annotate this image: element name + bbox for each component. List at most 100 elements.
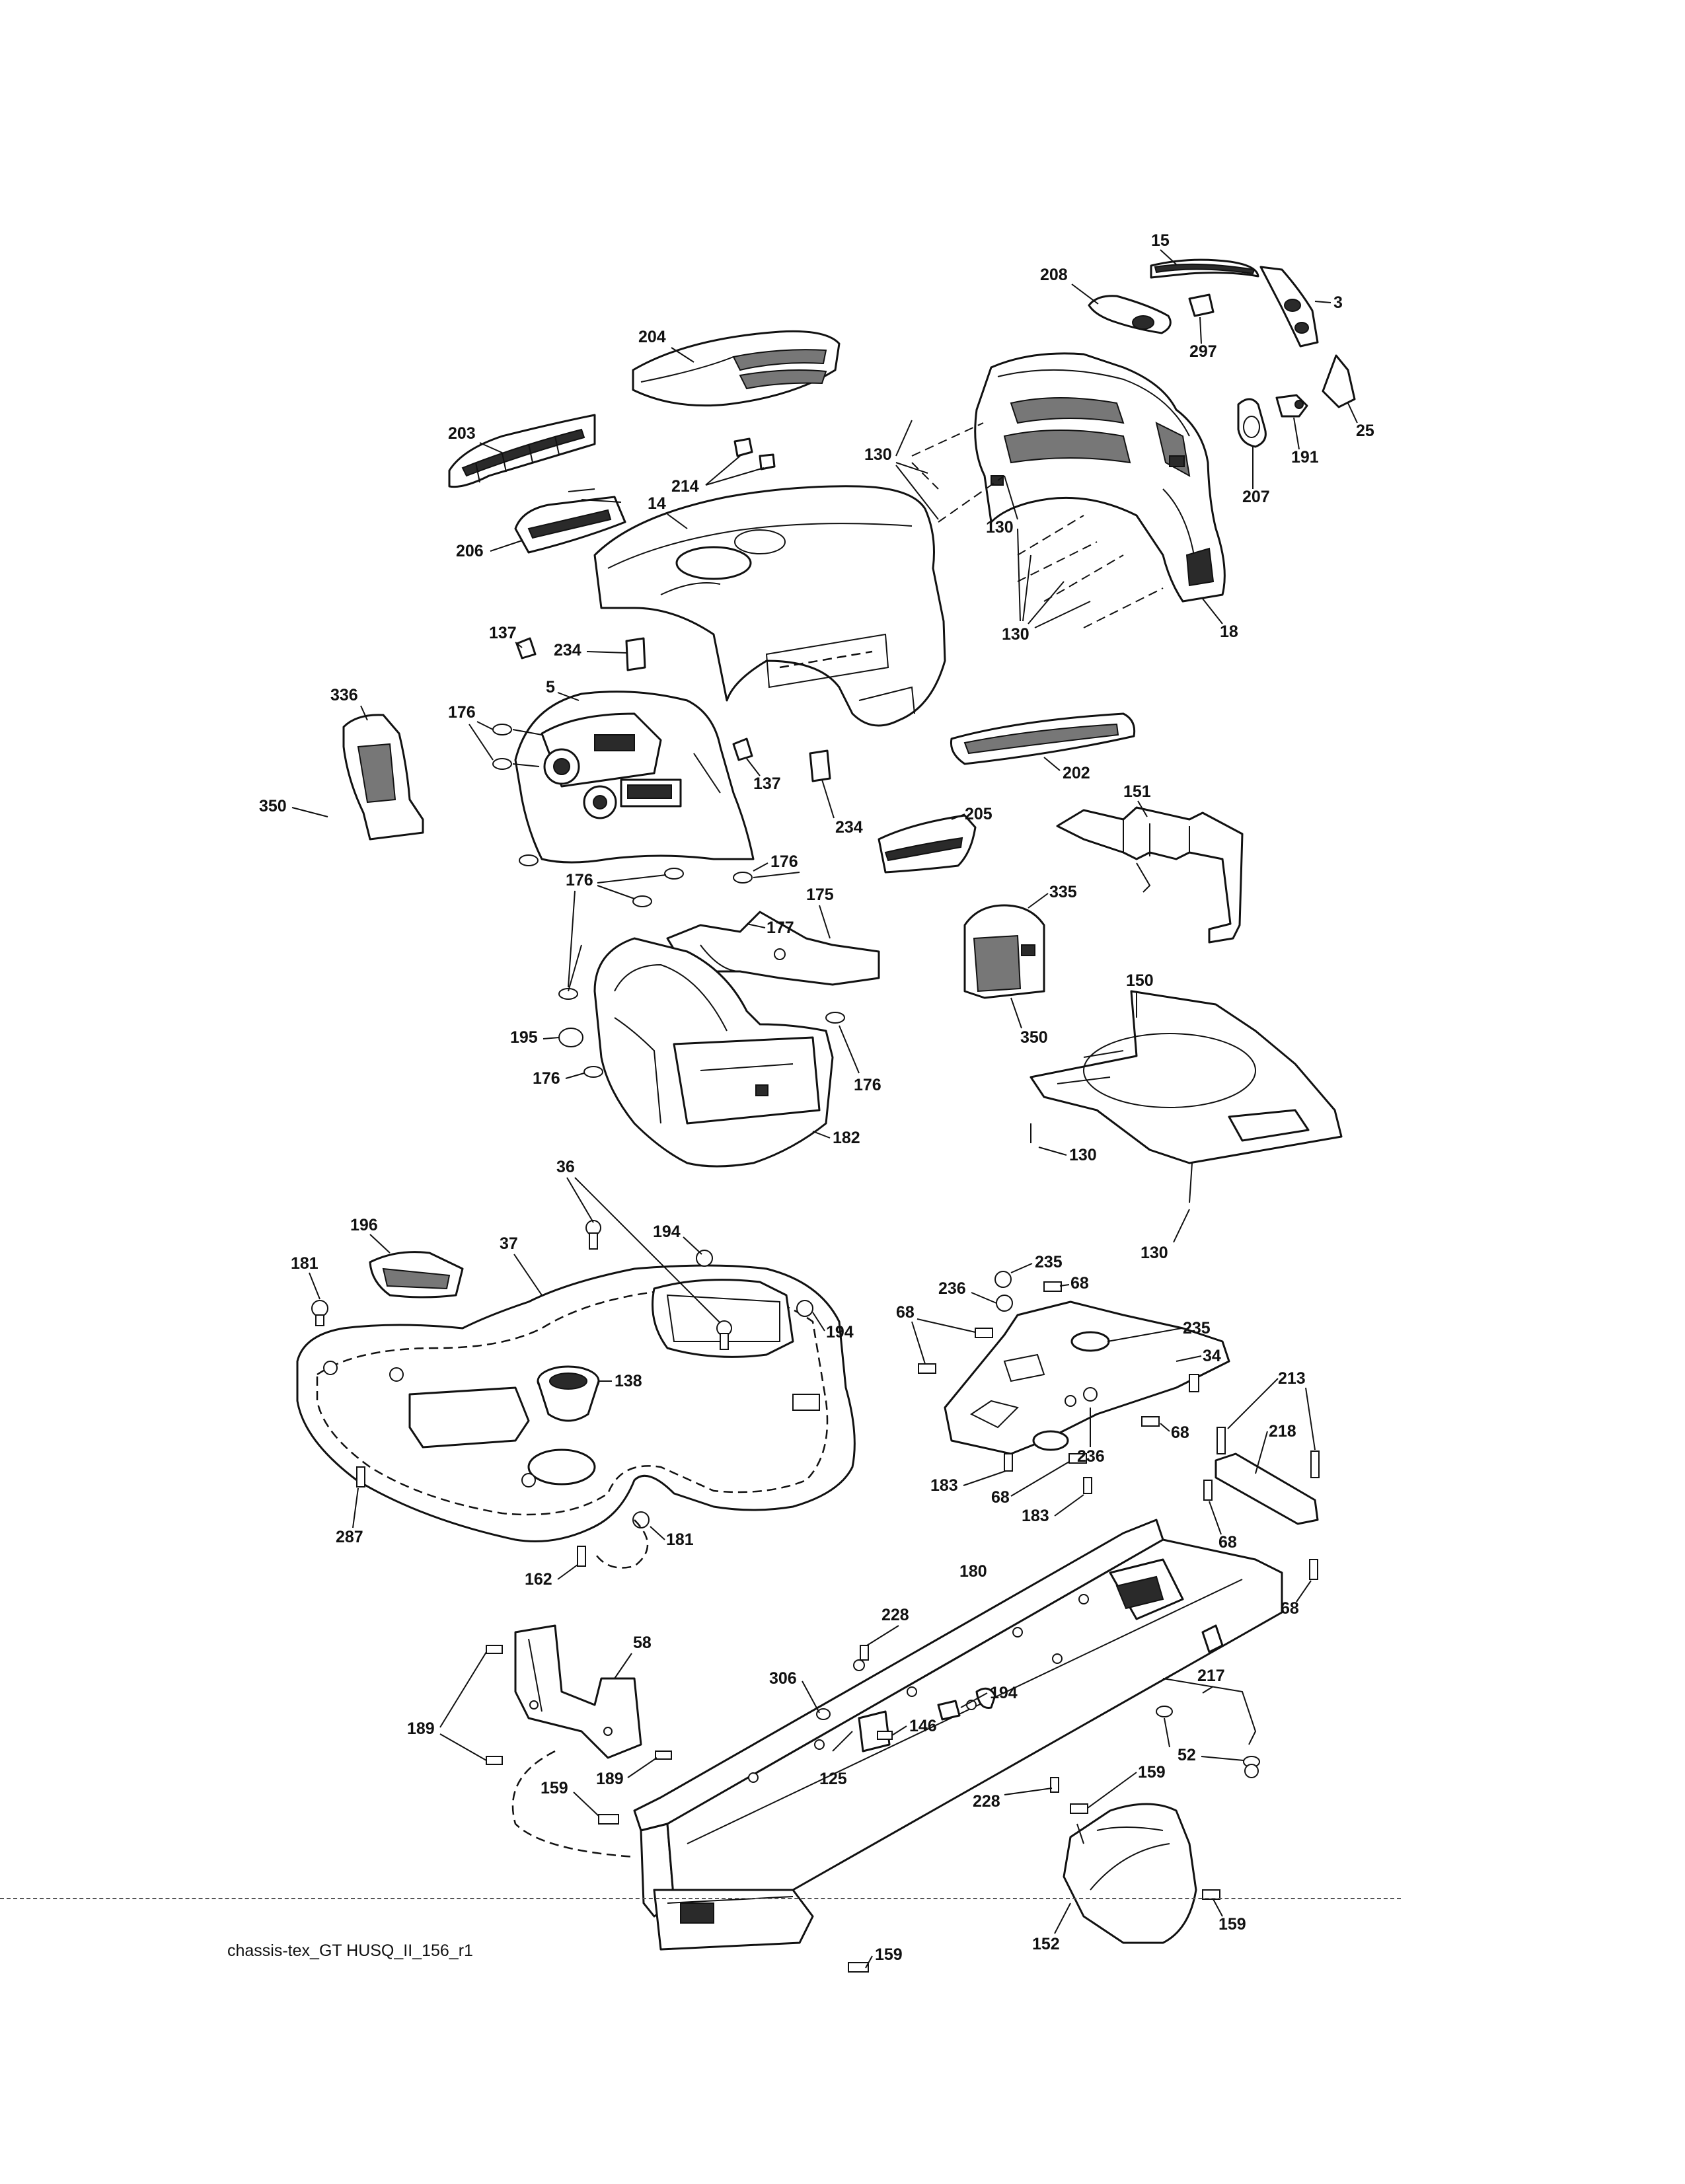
callout-125: 125: [819, 1770, 847, 1788]
callout-130-b: 130: [986, 518, 1014, 537]
callout-335: 335: [1049, 883, 1077, 901]
leader-130-lines: [895, 420, 1091, 628]
leader-lines: [512, 422, 1193, 1844]
small-fasteners-bottom: [598, 1645, 1259, 1973]
callout-189-b: 189: [596, 1770, 624, 1788]
callout-159-a: 159: [541, 1779, 568, 1797]
part-151-bracket: [1056, 806, 1244, 944]
callout-214: 214: [671, 477, 699, 496]
part-297-clip: [1188, 293, 1215, 317]
fasteners-176: [492, 724, 845, 1078]
callout-204: 204: [638, 328, 666, 346]
part-34-plate: [944, 1300, 1230, 1455]
callout-176-a: 176: [448, 703, 476, 722]
callout-208: 208: [1040, 266, 1068, 284]
callout-181-a: 181: [291, 1254, 318, 1273]
callout-68-c: 68: [1171, 1423, 1189, 1442]
part-335-panel: [963, 904, 1045, 999]
callout-306: 306: [769, 1669, 797, 1688]
callout-159-d: 159: [875, 1945, 903, 1964]
part-18-front-hood: [974, 352, 1226, 603]
callout-297: 297: [1189, 342, 1217, 361]
callout-205: 205: [965, 805, 992, 823]
dashed-link-181: [593, 1519, 649, 1569]
callout-130-c: 130: [1002, 625, 1030, 644]
drawing-caption: chassis-tex_GT HUSQ_II_156_r1: [227, 1941, 473, 1960]
part-205-grille: [878, 814, 977, 874]
part-138-boot: [537, 1365, 600, 1422]
callout-189-a: 189: [407, 1719, 435, 1738]
callout-14: 14: [648, 494, 666, 513]
callout-177: 177: [767, 919, 794, 937]
callout-130-a: 130: [864, 445, 892, 464]
callout-195: 195: [510, 1028, 538, 1047]
part-150-floor-plate: [1030, 990, 1343, 1164]
callout-183-b: 183: [1022, 1507, 1049, 1525]
callout-202: 202: [1063, 764, 1090, 782]
callout-25: 25: [1356, 422, 1374, 440]
callout-183-a: 183: [930, 1476, 958, 1495]
callout-182: 182: [833, 1129, 860, 1147]
callout-146: 146: [909, 1717, 937, 1735]
callout-176-b: 176: [770, 852, 798, 871]
part-152-cover: [1063, 1803, 1220, 1944]
callout-159-c: 159: [1218, 1915, 1246, 1934]
part-182-fender: [593, 937, 834, 1168]
callout-52: 52: [1178, 1746, 1196, 1764]
callout-150: 150: [1126, 971, 1154, 990]
callout-213: 213: [1278, 1369, 1306, 1388]
part-206-vent: [514, 488, 626, 554]
callout-191: 191: [1291, 448, 1319, 467]
callout-68-a: 68: [1070, 1274, 1089, 1293]
callout-137-a: 137: [489, 624, 517, 642]
callout-130-d: 130: [1069, 1146, 1097, 1164]
callout-130-e: 130: [1141, 1244, 1168, 1262]
part-202-grille: [950, 712, 1136, 765]
callout-194-b: 194: [826, 1323, 854, 1341]
part-196-pedal-pad: [369, 1251, 464, 1299]
callout-176-d: 176: [533, 1069, 560, 1088]
callout-287: 287: [336, 1528, 363, 1546]
part-204-hood-vent: [632, 330, 841, 407]
callout-176-e: 176: [854, 1076, 881, 1094]
part-3-bracket: [1259, 266, 1319, 348]
callout-194-a: 194: [653, 1223, 681, 1241]
callout-203: 203: [448, 424, 476, 443]
callout-235-a: 235: [1035, 1253, 1063, 1271]
callout-194-c: 194: [990, 1684, 1018, 1702]
callout-228-a: 228: [881, 1606, 909, 1624]
part-25-cover: [1322, 354, 1356, 408]
part-214-clips: [733, 437, 776, 471]
callout-234-b: 234: [835, 818, 863, 837]
callout-181-b: 181: [666, 1530, 694, 1549]
callout-36: 36: [556, 1158, 575, 1176]
part-180-frame: [633, 1519, 1283, 1951]
callout-5: 5: [546, 678, 555, 697]
callout-151: 151: [1123, 782, 1151, 801]
callout-350-b: 350: [1020, 1028, 1048, 1047]
callout-235-b: 235: [1183, 1319, 1211, 1337]
dashed-link-58: [511, 1750, 635, 1858]
callout-68-f: 68: [1281, 1599, 1299, 1618]
page-rule: [0, 1898, 1401, 1899]
callout-58: 58: [633, 1634, 652, 1652]
callout-206: 206: [456, 542, 484, 560]
callout-234-a: 234: [554, 641, 581, 659]
callout-236-b: 236: [1077, 1447, 1105, 1466]
callout-176-c: 176: [566, 871, 593, 889]
callout-217: 217: [1197, 1667, 1225, 1685]
part-58-bracket: [486, 1624, 672, 1765]
callout-228-b: 228: [973, 1792, 1000, 1811]
callout-236-a: 236: [938, 1279, 966, 1298]
part-137-clip-b: [732, 737, 753, 761]
callout-68-e: 68: [1218, 1533, 1237, 1552]
part-14-hood: [593, 485, 946, 727]
part-175-support: [666, 911, 880, 986]
callout-3: 3: [1333, 293, 1343, 312]
part-5-dash: [514, 691, 755, 864]
part-234-decal-a: [625, 637, 646, 671]
part-336-panel: [342, 714, 424, 841]
callout-207: 207: [1242, 488, 1270, 506]
